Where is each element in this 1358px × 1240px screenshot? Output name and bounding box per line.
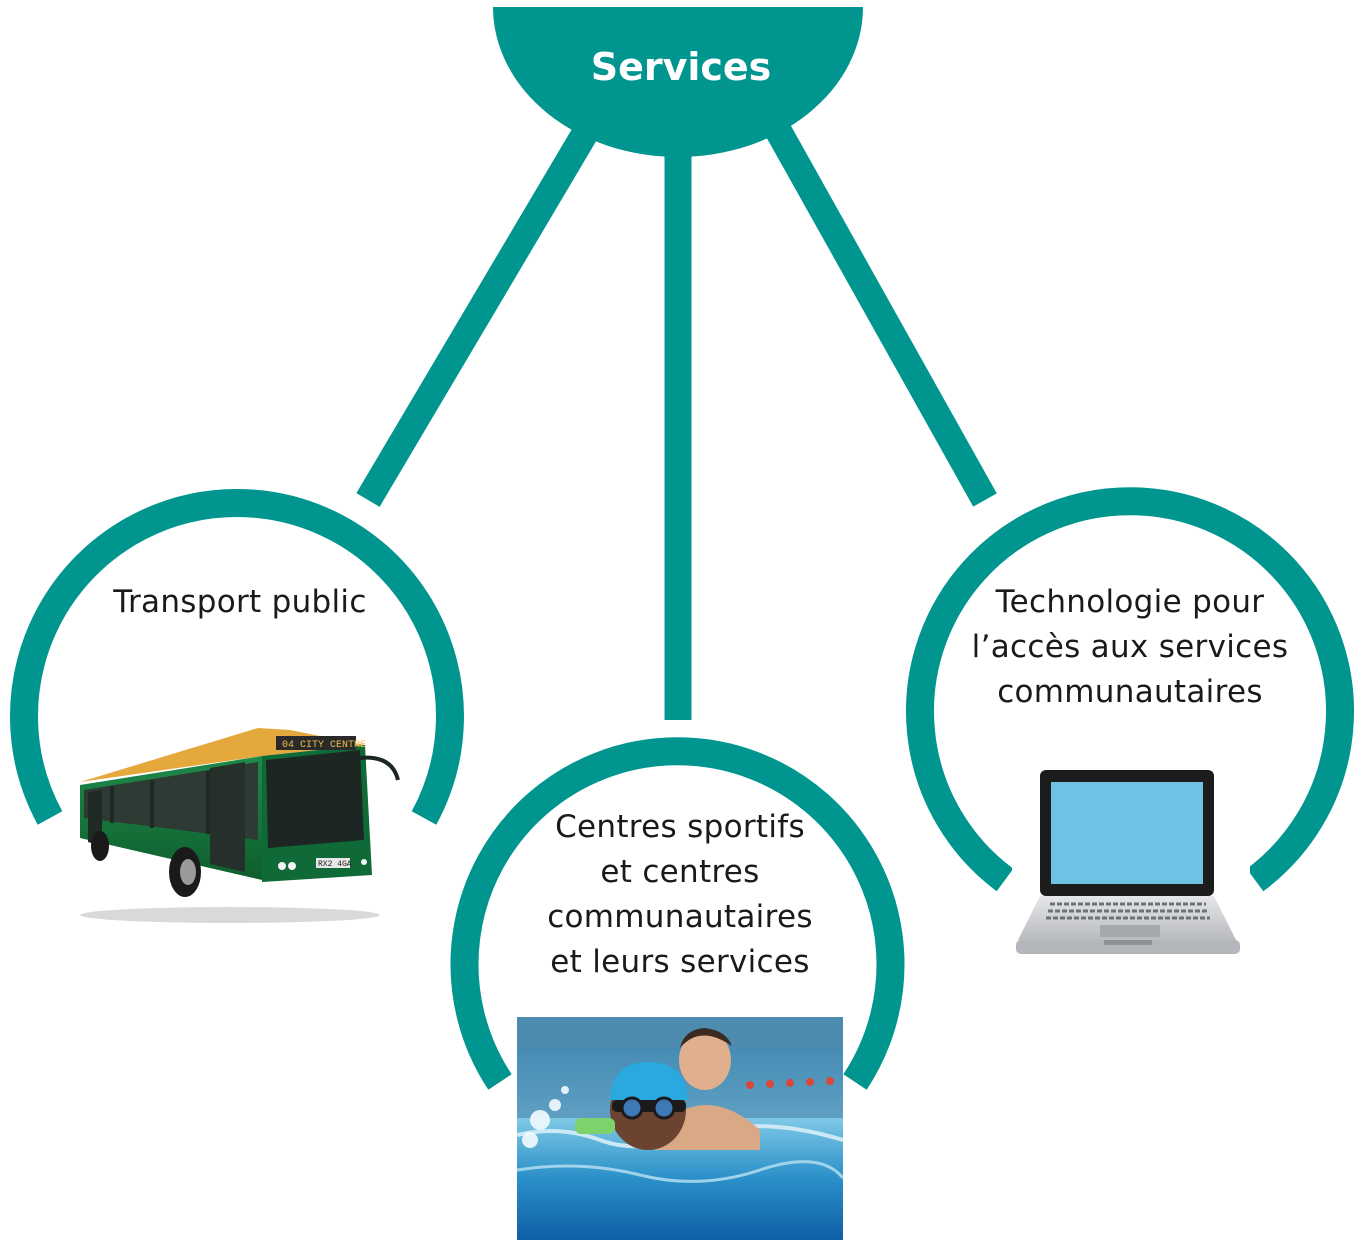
connector-right xyxy=(763,118,997,507)
bus-license-plate: RX2 4GA xyxy=(318,860,352,869)
node-label-technology: Technologie pour l’accès aux services co… xyxy=(971,584,1289,710)
connector-lines xyxy=(356,118,997,720)
laptop-icon xyxy=(1012,762,1250,962)
bus-icon: 04 CITY CENTRE RX2 4GA xyxy=(72,728,402,983)
bus-route-sign: 04 CITY CENTRE xyxy=(282,740,366,751)
node-ring-transport xyxy=(10,489,464,825)
node-ring-sports xyxy=(450,737,905,1090)
node-label-sports: Centres sportifs et centres communautair… xyxy=(547,809,813,980)
node-label-transport: Transport public xyxy=(113,584,367,620)
swimming-pool-photo xyxy=(517,1017,843,1240)
services-title: Services xyxy=(591,45,772,89)
connector-left xyxy=(356,118,602,507)
services-header-shape xyxy=(493,7,863,157)
node-ring-technology xyxy=(906,487,1354,892)
